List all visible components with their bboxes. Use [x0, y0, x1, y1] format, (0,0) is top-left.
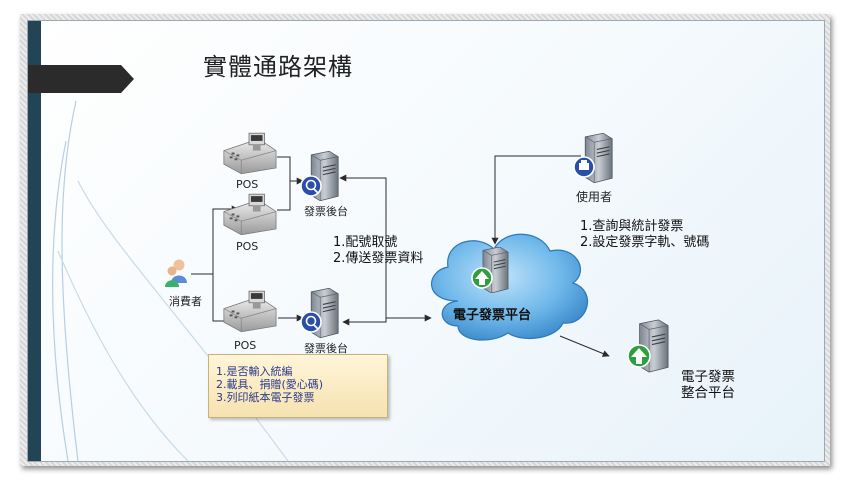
slide: 實體通路架構 POS POS POS 發票後台 發票後台 消費者 1.配號取號 …	[27, 20, 825, 462]
pos-terminal-icon	[223, 193, 277, 236]
infobox-line: 1.是否輸入統編	[216, 365, 293, 378]
connector-cloud-integration	[559, 335, 610, 357]
pos-options-infobox: 1.是否輸入統編 2.載具、捐贈(愛心碼) 3.列印紙本電子發票	[208, 354, 388, 418]
pos-terminal-icon	[223, 132, 277, 175]
user-operation-item: 1.查詢與統計發票	[580, 219, 684, 234]
consumer-avatar-icon	[165, 259, 187, 287]
connector-pos2-backend1	[277, 181, 291, 211]
infobox-line: 3.列印紙本電子發票	[216, 391, 315, 404]
title-arrow-marker	[28, 65, 134, 93]
diagram-canvas	[28, 65, 669, 461]
user-operations-note: 1.查詢與統計發票 2.設定發票字軌、號碼	[580, 219, 709, 251]
pos-label: POS	[236, 240, 259, 253]
integration-label-line: 電子發票	[681, 369, 735, 385]
backend-operations-note: 1.配號取號 2.傳送發票資料	[333, 235, 423, 267]
consumer-label: 消費者	[169, 295, 202, 308]
user-operation-item: 2.設定發票字軌、號碼	[580, 235, 710, 250]
user-label: 使用者	[576, 190, 613, 204]
connector-user-cloud	[491, 155, 581, 245]
slide-title: 實體通路架構	[203, 53, 353, 81]
cloud-shape	[431, 233, 589, 341]
infobox-line: 2.載具、捐贈(愛心碼)	[216, 378, 324, 391]
slide-left-bar	[28, 21, 41, 461]
integration-platform-label: 電子發票 整合平台	[681, 369, 735, 401]
backend-operation-item: 2.傳送發票資料	[333, 251, 424, 266]
pos-label: POS	[234, 339, 257, 352]
pos-label: POS	[236, 178, 259, 191]
connector-backend1-cloud	[339, 174, 387, 326]
integration-label-line: 整合平台	[681, 385, 735, 401]
backend-operation-item: 1.配號取號	[333, 235, 398, 250]
connector-pos1-backend1	[277, 156, 304, 185]
backend-label: 發票後台	[304, 342, 348, 355]
platform-label: 電子發票平台	[453, 308, 532, 323]
backend-label: 發票後台	[304, 205, 348, 218]
pos-terminal-icon	[223, 290, 277, 333]
connector-consumer-pos-upper	[191, 205, 239, 275]
